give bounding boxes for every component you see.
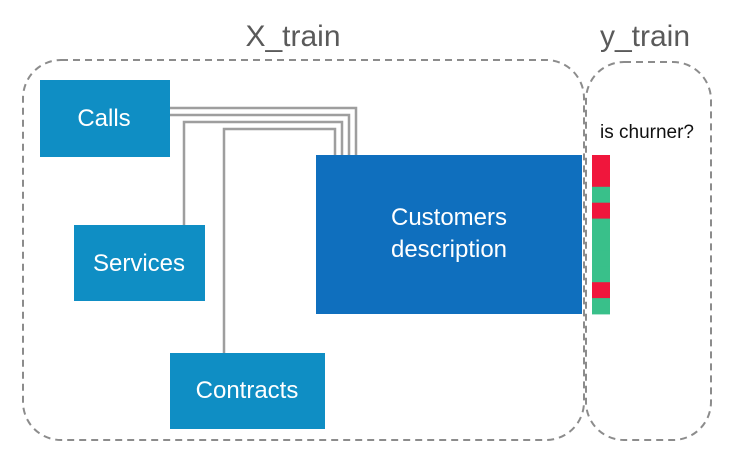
contracts-connector [222,127,337,353]
services-label: Services [93,250,185,277]
target-cell-non-churner [592,266,610,283]
target-cell-non-churner [592,186,610,204]
contracts-table [170,353,325,429]
target-cell-churner [592,170,610,188]
calls-label: Calls [77,105,130,132]
target-cell-non-churner [592,218,610,235]
calls-connector-secondary [170,113,351,156]
x-train-region [22,59,585,441]
calls-table [40,80,170,157]
target-label: is churner? [600,122,694,143]
target-vector [592,155,610,315]
target-cell-churner [592,202,610,219]
customers-description-table [316,155,582,314]
x-train-title: X_train [245,20,340,53]
calls-connector [170,106,358,156]
customers-label-line2: description [391,236,507,263]
target-cell-churner [592,155,610,172]
services-connector [182,120,344,225]
services-table [74,225,205,301]
customers-label-line1: Customers [391,204,507,231]
target-cell-non-churner [592,234,610,251]
y-train-region [585,61,712,441]
contracts-label: Contracts [196,377,299,404]
target-cell-churner [592,282,610,299]
y-train-title: y_train [600,20,690,53]
target-cell-non-churner [592,298,610,315]
target-cell-non-churner [592,250,610,267]
